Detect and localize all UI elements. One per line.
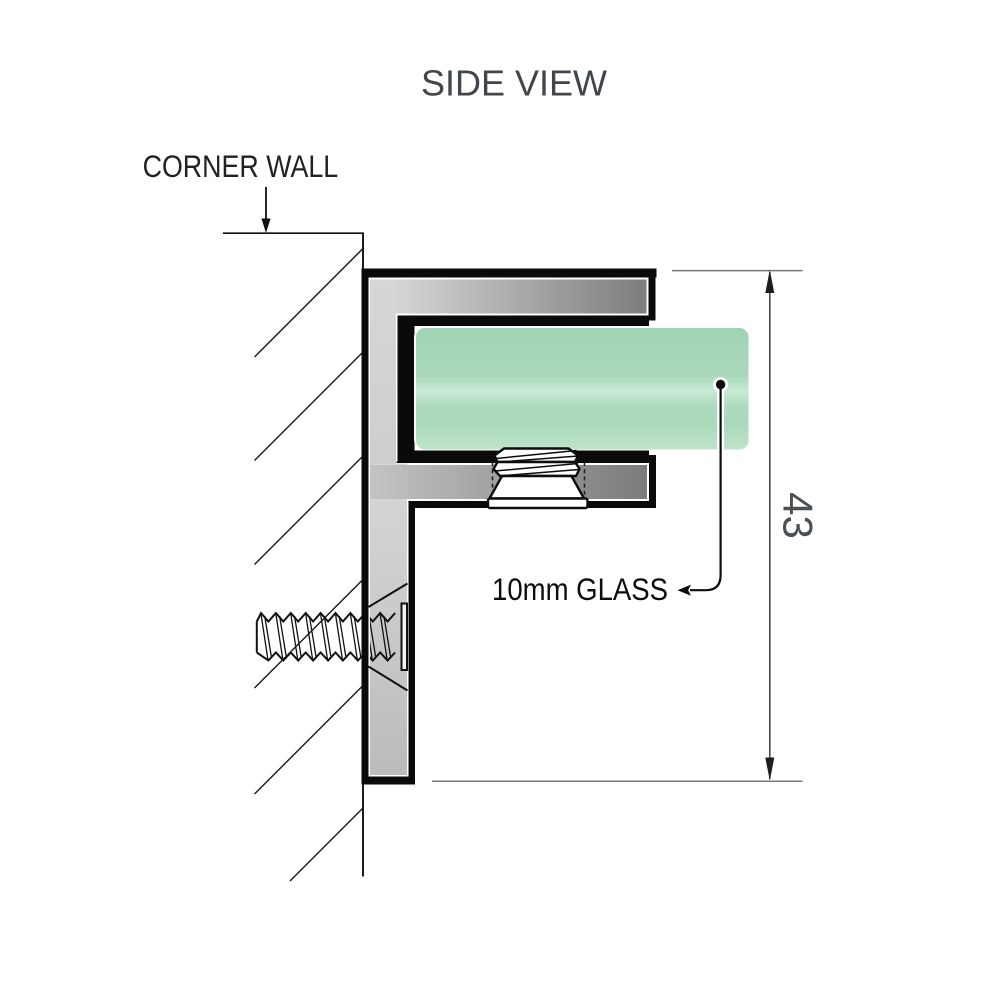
- svg-text:10mm GLASS: 10mm GLASS: [492, 571, 668, 607]
- svg-text:SIDE VIEW: SIDE VIEW: [421, 63, 607, 104]
- svg-text:CORNER WALL: CORNER WALL: [143, 148, 339, 184]
- svg-text:43: 43: [775, 492, 822, 539]
